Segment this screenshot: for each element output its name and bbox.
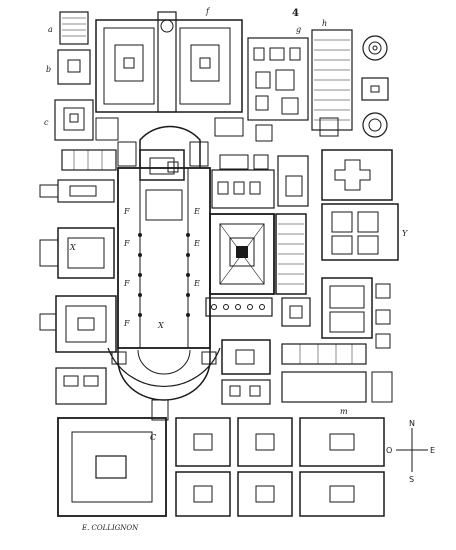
svg-text:b: b (46, 65, 51, 74)
svg-text:F: F (123, 239, 130, 248)
hatched-block-east (277, 155, 309, 207)
cross-building (321, 149, 393, 201)
svg-text:Y: Y (402, 229, 408, 238)
building-left-room-1: b (46, 49, 91, 85)
svg-text:F: F (123, 207, 130, 216)
svg-text:F: F (123, 279, 130, 288)
left-building-court: X (39, 227, 115, 279)
church: F E F E F E F X (107, 125, 221, 421)
building-left-room-2: c (44, 99, 94, 141)
right-small-squares (375, 283, 391, 349)
compass-west: O (386, 446, 392, 455)
stable-5 (237, 471, 293, 517)
plate-number: 4 (292, 8, 299, 19)
svg-text:E: E (193, 279, 200, 288)
stable-6 (299, 471, 385, 517)
svg-text:f: f (205, 7, 211, 16)
svg-text:X: X (157, 321, 164, 330)
compass-north: N (409, 419, 415, 428)
compass-east: E (430, 446, 435, 455)
dormitory (275, 213, 307, 295)
church-east-apse (139, 149, 185, 181)
building-top-left-small: a (48, 11, 89, 45)
engraver-signature: E. COLLIGNON (81, 524, 139, 532)
stable-1 (175, 417, 231, 467)
small-squares-row (95, 117, 339, 142)
left-building-stripe (61, 149, 117, 171)
guest-house (281, 343, 393, 403)
kitchen-block (281, 297, 311, 327)
svg-text:E: E (193, 239, 200, 248)
left-building-bottom (55, 367, 107, 405)
scriptorium-block (211, 154, 275, 209)
svg-text:c: c (44, 118, 49, 127)
compass-rose: N S E O (386, 419, 435, 484)
left-building-corridor (39, 179, 115, 203)
compass-south: S (409, 475, 414, 484)
far-right-circles (361, 35, 389, 138)
left-building-square (39, 295, 117, 353)
abbot-house (221, 339, 271, 375)
stable-2 (237, 417, 293, 467)
refectory (205, 297, 273, 317)
cloister (209, 213, 275, 295)
svg-text:m: m (340, 407, 348, 416)
novices-block (321, 277, 373, 339)
svg-text:F: F (123, 319, 130, 328)
bottom-large-court: C (57, 417, 167, 517)
infirmary: Y (321, 203, 408, 261)
building-top-right-cells: g (247, 25, 309, 121)
building-top-double-court: f (95, 7, 243, 113)
svg-text:C: C (150, 433, 156, 442)
svg-text:a: a (48, 25, 53, 34)
svg-text:X: X (69, 243, 76, 252)
bakery (221, 379, 271, 405)
svg-text:E: E (193, 207, 200, 216)
garden-striped: h (311, 19, 353, 131)
svg-text:g: g (296, 25, 301, 34)
svg-text:h: h (322, 19, 327, 28)
stable-3: m (299, 407, 385, 467)
stable-4 (175, 471, 231, 517)
